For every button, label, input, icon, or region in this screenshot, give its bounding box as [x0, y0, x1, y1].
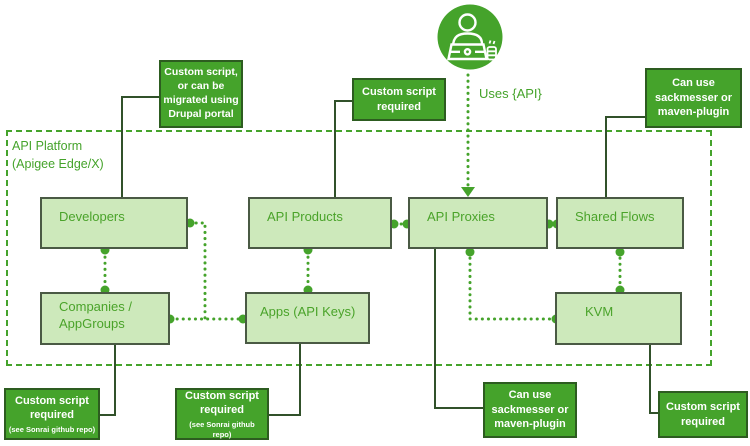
note-text: Custom script, or can be migrated using …	[163, 66, 239, 120]
note-text: Can use sackmesser or maven-plugin	[491, 389, 569, 431]
note-text: Custom script required	[15, 394, 89, 422]
dotted-connectors	[103, 73, 622, 321]
developer-at-laptop-icon	[437, 4, 503, 70]
note-text: Custom script required	[185, 389, 259, 417]
solid-connectors	[100, 96, 658, 416]
node-companies-appgroups: Companies / AppGroups	[40, 292, 170, 345]
note-subtext: (see Sonrai github repo)	[189, 419, 255, 439]
note-custom-script-top: Custom script required	[352, 78, 446, 121]
node-apps-api-keys: Apps (API Keys)	[245, 292, 370, 344]
platform-label: API Platform (Apigee Edge/X)	[12, 139, 104, 171]
note-custom-script-right: Custom script required	[658, 391, 748, 438]
uses-api-label: Uses {API}	[479, 86, 542, 101]
node-shared-flows: Shared Flows	[556, 197, 684, 249]
note-subtext: (see Sonrai github repo)	[8, 424, 96, 434]
note-custom-script-sonrai-left: Custom script required (see Sonrai githu…	[4, 388, 100, 440]
arrow-down-icon	[461, 187, 475, 197]
platform-boundary	[6, 130, 712, 366]
note-text: Custom script required	[666, 400, 740, 428]
note-text: Can use sackmesser or maven-plugin	[654, 77, 733, 119]
note-sackmesser-top: Can use sackmesser or maven-plugin	[645, 68, 742, 128]
note-text: Custom script required	[362, 85, 436, 113]
node-api-proxies: API Proxies	[408, 197, 548, 249]
node-api-products: API Products	[248, 197, 392, 249]
note-sackmesser-bottom: Can use sackmesser or maven-plugin	[483, 382, 577, 438]
note-drupal-migration: Custom script, or can be migrated using …	[159, 60, 243, 128]
node-developers: Developers	[40, 197, 188, 249]
note-custom-script-sonrai-mid: Custom script required (see Sonrai githu…	[175, 388, 269, 440]
node-kvm: KVM	[555, 292, 682, 345]
